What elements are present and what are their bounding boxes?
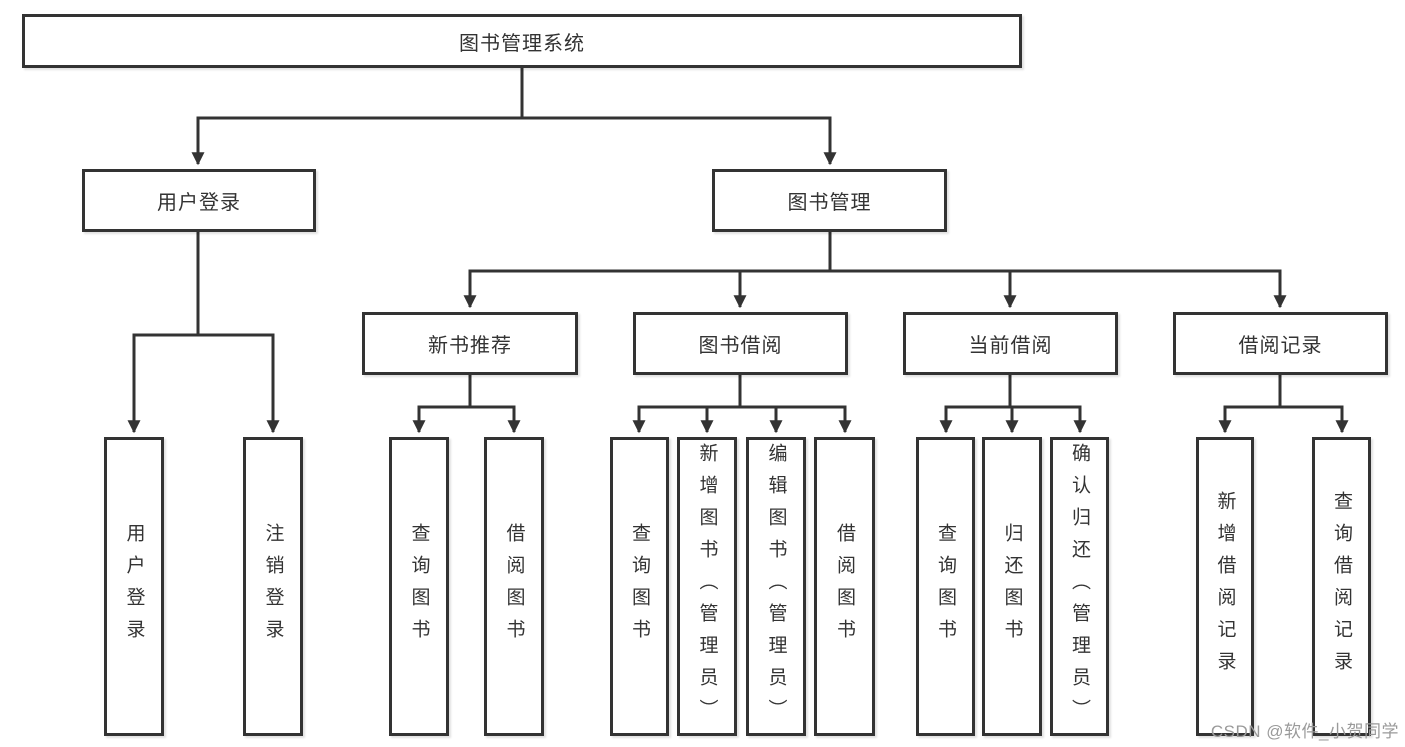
leaf-borrow-books-recommend: 借阅图书	[484, 437, 544, 736]
leaf-add-borrow-record: 新增借阅记录	[1196, 437, 1254, 736]
node-label: 图书借阅	[698, 335, 783, 357]
leaf-borrow-books: 借阅图书	[814, 437, 875, 736]
leaf-edit-books-admin: 编辑图书（管理员）	[746, 437, 806, 736]
node-label: 用户登录	[123, 522, 145, 651]
leaf-return-books: 归还图书	[982, 437, 1042, 736]
node-label: 用户登录	[157, 192, 241, 214]
node-label: 注销登录	[262, 522, 284, 651]
node-label: 图书管理	[787, 192, 872, 214]
node-label: 归还图书	[1001, 522, 1023, 651]
node-label: 查询图书	[629, 522, 650, 651]
node-label: 新书推荐	[428, 335, 512, 357]
node-book-borrowing: 图书借阅	[633, 312, 848, 375]
node-current-borrowing: 当前借阅	[903, 312, 1118, 375]
node-label: 编辑图书（管理员）	[765, 442, 787, 731]
node-new-book-recommend: 新书推荐	[362, 312, 578, 375]
leaf-confirm-return-admin: 确认归还（管理员）	[1050, 437, 1109, 736]
node-book-management: 图书管理	[712, 169, 947, 232]
node-label: 查询图书	[935, 522, 956, 651]
leaf-query-borrow-record: 查询借阅记录	[1312, 437, 1371, 736]
node-label: 当前借阅	[968, 335, 1053, 357]
node-label: 查询借阅记录	[1331, 490, 1352, 683]
leaf-query-books-recommend: 查询图书	[389, 437, 449, 736]
node-label: 查询图书	[408, 522, 430, 651]
node-label: 图书管理系统	[459, 32, 585, 55]
node-label: 确认归还（管理员）	[1069, 442, 1090, 731]
csdn-watermark: CSDN @软件_小贺同学	[1210, 722, 1399, 741]
node-user-login: 用户登录	[82, 169, 316, 232]
node-label: 新增借阅记录	[1214, 490, 1236, 683]
node-borrow-records: 借阅记录	[1173, 312, 1388, 375]
leaf-query-books-borrowing: 查询图书	[610, 437, 669, 736]
leaf-query-books-current: 查询图书	[916, 437, 975, 736]
node-label: 借阅记录	[1238, 335, 1323, 357]
node-label: 借阅图书	[503, 522, 525, 651]
leaf-add-books-admin: 新增图书（管理员）	[677, 437, 737, 736]
node-label: 借阅图书	[834, 522, 855, 651]
node-root-system: 图书管理系统	[22, 14, 1022, 68]
node-label: 新增图书（管理员）	[696, 442, 718, 731]
leaf-user-login: 用户登录	[104, 437, 164, 736]
leaf-logout: 注销登录	[243, 437, 303, 736]
